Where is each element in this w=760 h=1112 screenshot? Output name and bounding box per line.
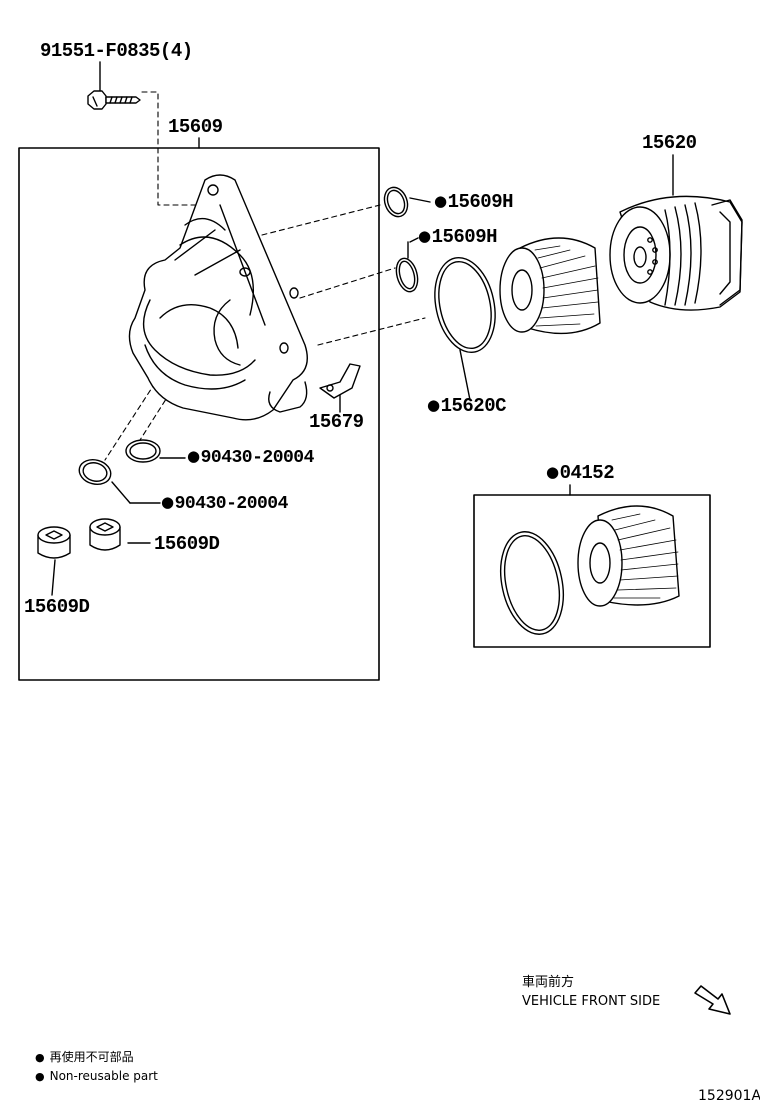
label-bracket[interactable]: 15679: [309, 411, 364, 433]
o-ring-icon: [395, 257, 419, 293]
label-bolt[interactable]: 91551-F0835(4): [40, 40, 193, 62]
element-kit-frame: [473, 494, 711, 648]
label-oring-lower[interactable]: 15609H: [418, 228, 498, 247]
bracket-icon: [319, 363, 361, 399]
o-ring-icon: [500, 531, 564, 635]
label-oring-upper[interactable]: 15609H: [434, 193, 514, 212]
filter-cap-icon: [609, 195, 743, 311]
label-plug-left[interactable]: 15609D: [24, 596, 90, 618]
o-ring-icon: [383, 186, 409, 218]
drain-plug-icon: [37, 526, 71, 559]
legend-jp: ● 再使用不可部品: [35, 1051, 134, 1063]
front-jp: 車両前方: [522, 975, 575, 990]
legend-jp-text: 再使用不可部品: [49, 1050, 134, 1064]
label-gasket[interactable]: 15620C: [427, 397, 507, 416]
arrow-icon: [694, 985, 731, 1015]
label-oring-a[interactable]: 90430-20004: [187, 449, 315, 467]
label-oring-b[interactable]: 90430-20004: [161, 495, 289, 513]
oil-filter-housing-icon: [128, 174, 308, 421]
bolt-icon: [87, 90, 141, 110]
legend-en-text: Non-reusable part: [49, 1069, 158, 1083]
figure-id: 152901A: [698, 1088, 760, 1104]
o-ring-icon: [434, 256, 496, 354]
o-ring-icon: [125, 439, 161, 463]
label-plug-right[interactable]: 15609D: [154, 533, 220, 555]
filter-element-icon: [499, 237, 601, 335]
front-en: VEHICLE FRONT SIDE: [522, 994, 661, 1009]
label-element-kit[interactable]: 04152: [546, 464, 615, 483]
label-housing[interactable]: 15609: [168, 116, 223, 138]
legend-bullet: ●: [35, 1051, 45, 1064]
label-cap[interactable]: 15620: [642, 132, 697, 154]
o-ring-icon: [78, 458, 112, 486]
legend-en: ● Non-reusable part: [35, 1070, 158, 1082]
filter-element-icon: [577, 505, 680, 607]
drain-plug-icon: [89, 518, 121, 551]
legend-bullet: ●: [35, 1070, 45, 1083]
